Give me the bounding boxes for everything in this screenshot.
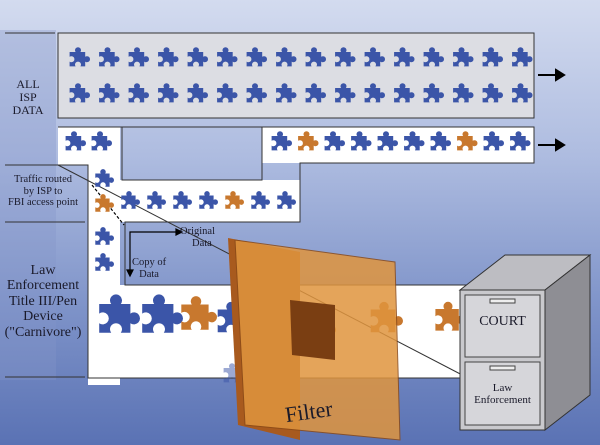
drawer-handle: [489, 365, 516, 371]
path-outline: [57, 126, 535, 379]
arrow-right-icon: [555, 138, 566, 152]
text: Original: [180, 226, 215, 237]
text: Device: [23, 309, 63, 325]
filter: [228, 238, 401, 441]
label-all-isp-data: ALL ISP DATA: [2, 77, 54, 118]
text: ("Carnivore"): [4, 324, 82, 340]
cabinet-court-label: COURT: [479, 314, 526, 329]
label-strip: [0, 30, 56, 380]
text: Enforcement: [6, 278, 80, 294]
arrow-right-icon: [555, 68, 566, 82]
label-traffic-routed: Traffic routed by ISP to FBI access poin…: [0, 174, 86, 209]
text: ISP: [19, 90, 37, 105]
output-arrows: [538, 68, 566, 152]
text: Traffic routed: [13, 174, 73, 185]
drawer-law-enforcement[interactable]: [464, 361, 541, 426]
text: Law: [492, 382, 513, 394]
label-carnivore: Law Enforcement Title III/Pen Device ("C…: [0, 263, 86, 340]
text: FBI access point: [8, 197, 78, 209]
filing-cabinet: [458, 253, 592, 432]
text: Copy of: [132, 257, 167, 268]
drawer-handle: [489, 298, 516, 304]
text: DATA: [12, 103, 44, 118]
text: Law: [30, 263, 56, 278]
drawer-court[interactable]: [464, 294, 541, 358]
filter-opening: [290, 300, 335, 360]
text: Data: [139, 268, 159, 280]
label-original-data: Original Data: [180, 226, 215, 249]
text: ALL: [16, 77, 40, 91]
label-copy-of-data: Copy of Data: [132, 257, 166, 280]
all-isp-data-band: [57, 32, 535, 119]
text: by ISP to: [23, 185, 63, 197]
text: Data: [192, 237, 212, 249]
text: Enforcement: [474, 394, 531, 407]
cabinet-law-enforcement-label: Law Enforcement: [465, 382, 540, 406]
text: Title III/Pen: [8, 293, 78, 309]
